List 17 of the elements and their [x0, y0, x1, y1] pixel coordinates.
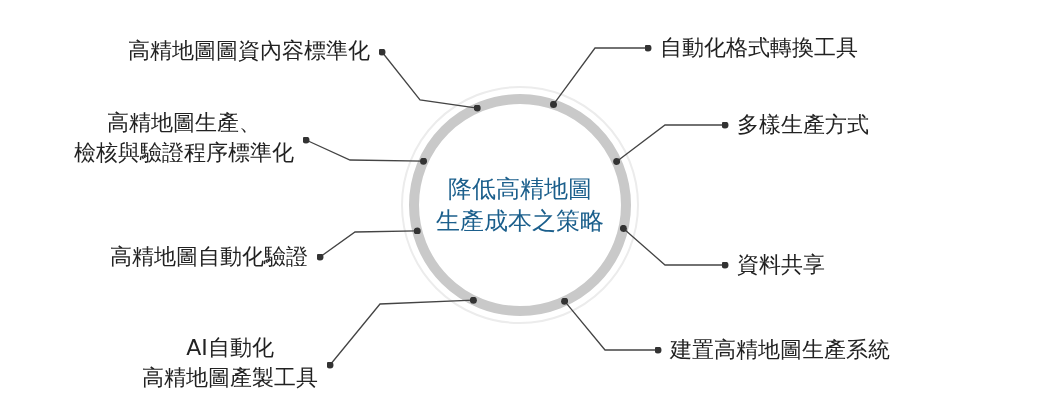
leader-line [316, 227, 421, 261]
strategy-label: 自動化格式轉換工具 [648, 33, 858, 63]
strategy-label: 高精地圖生產、檢核與驗證程序標準化 [74, 108, 306, 168]
leader-line [550, 44, 652, 108]
strategy-label: 高精地圖自動化驗證 [110, 242, 320, 272]
leader-line [378, 48, 481, 112]
strategy-label: 建置高精地圖生產系統 [658, 335, 890, 365]
leader-line [302, 136, 427, 165]
leader-line [561, 297, 662, 354]
strategy-label: 多樣生產方式 [725, 110, 869, 140]
leader-line [326, 296, 477, 369]
strategy-label: AI自動化高精地圖產製工具 [142, 333, 330, 393]
leader-line [613, 121, 729, 165]
leader-line [619, 224, 729, 269]
strategy-label: 高精地圖圖資內容標準化 [128, 36, 382, 66]
strategy-label: 資料共享 [725, 250, 825, 280]
circle-title: 降低高精地圖生產成本之策略 [435, 174, 605, 237]
